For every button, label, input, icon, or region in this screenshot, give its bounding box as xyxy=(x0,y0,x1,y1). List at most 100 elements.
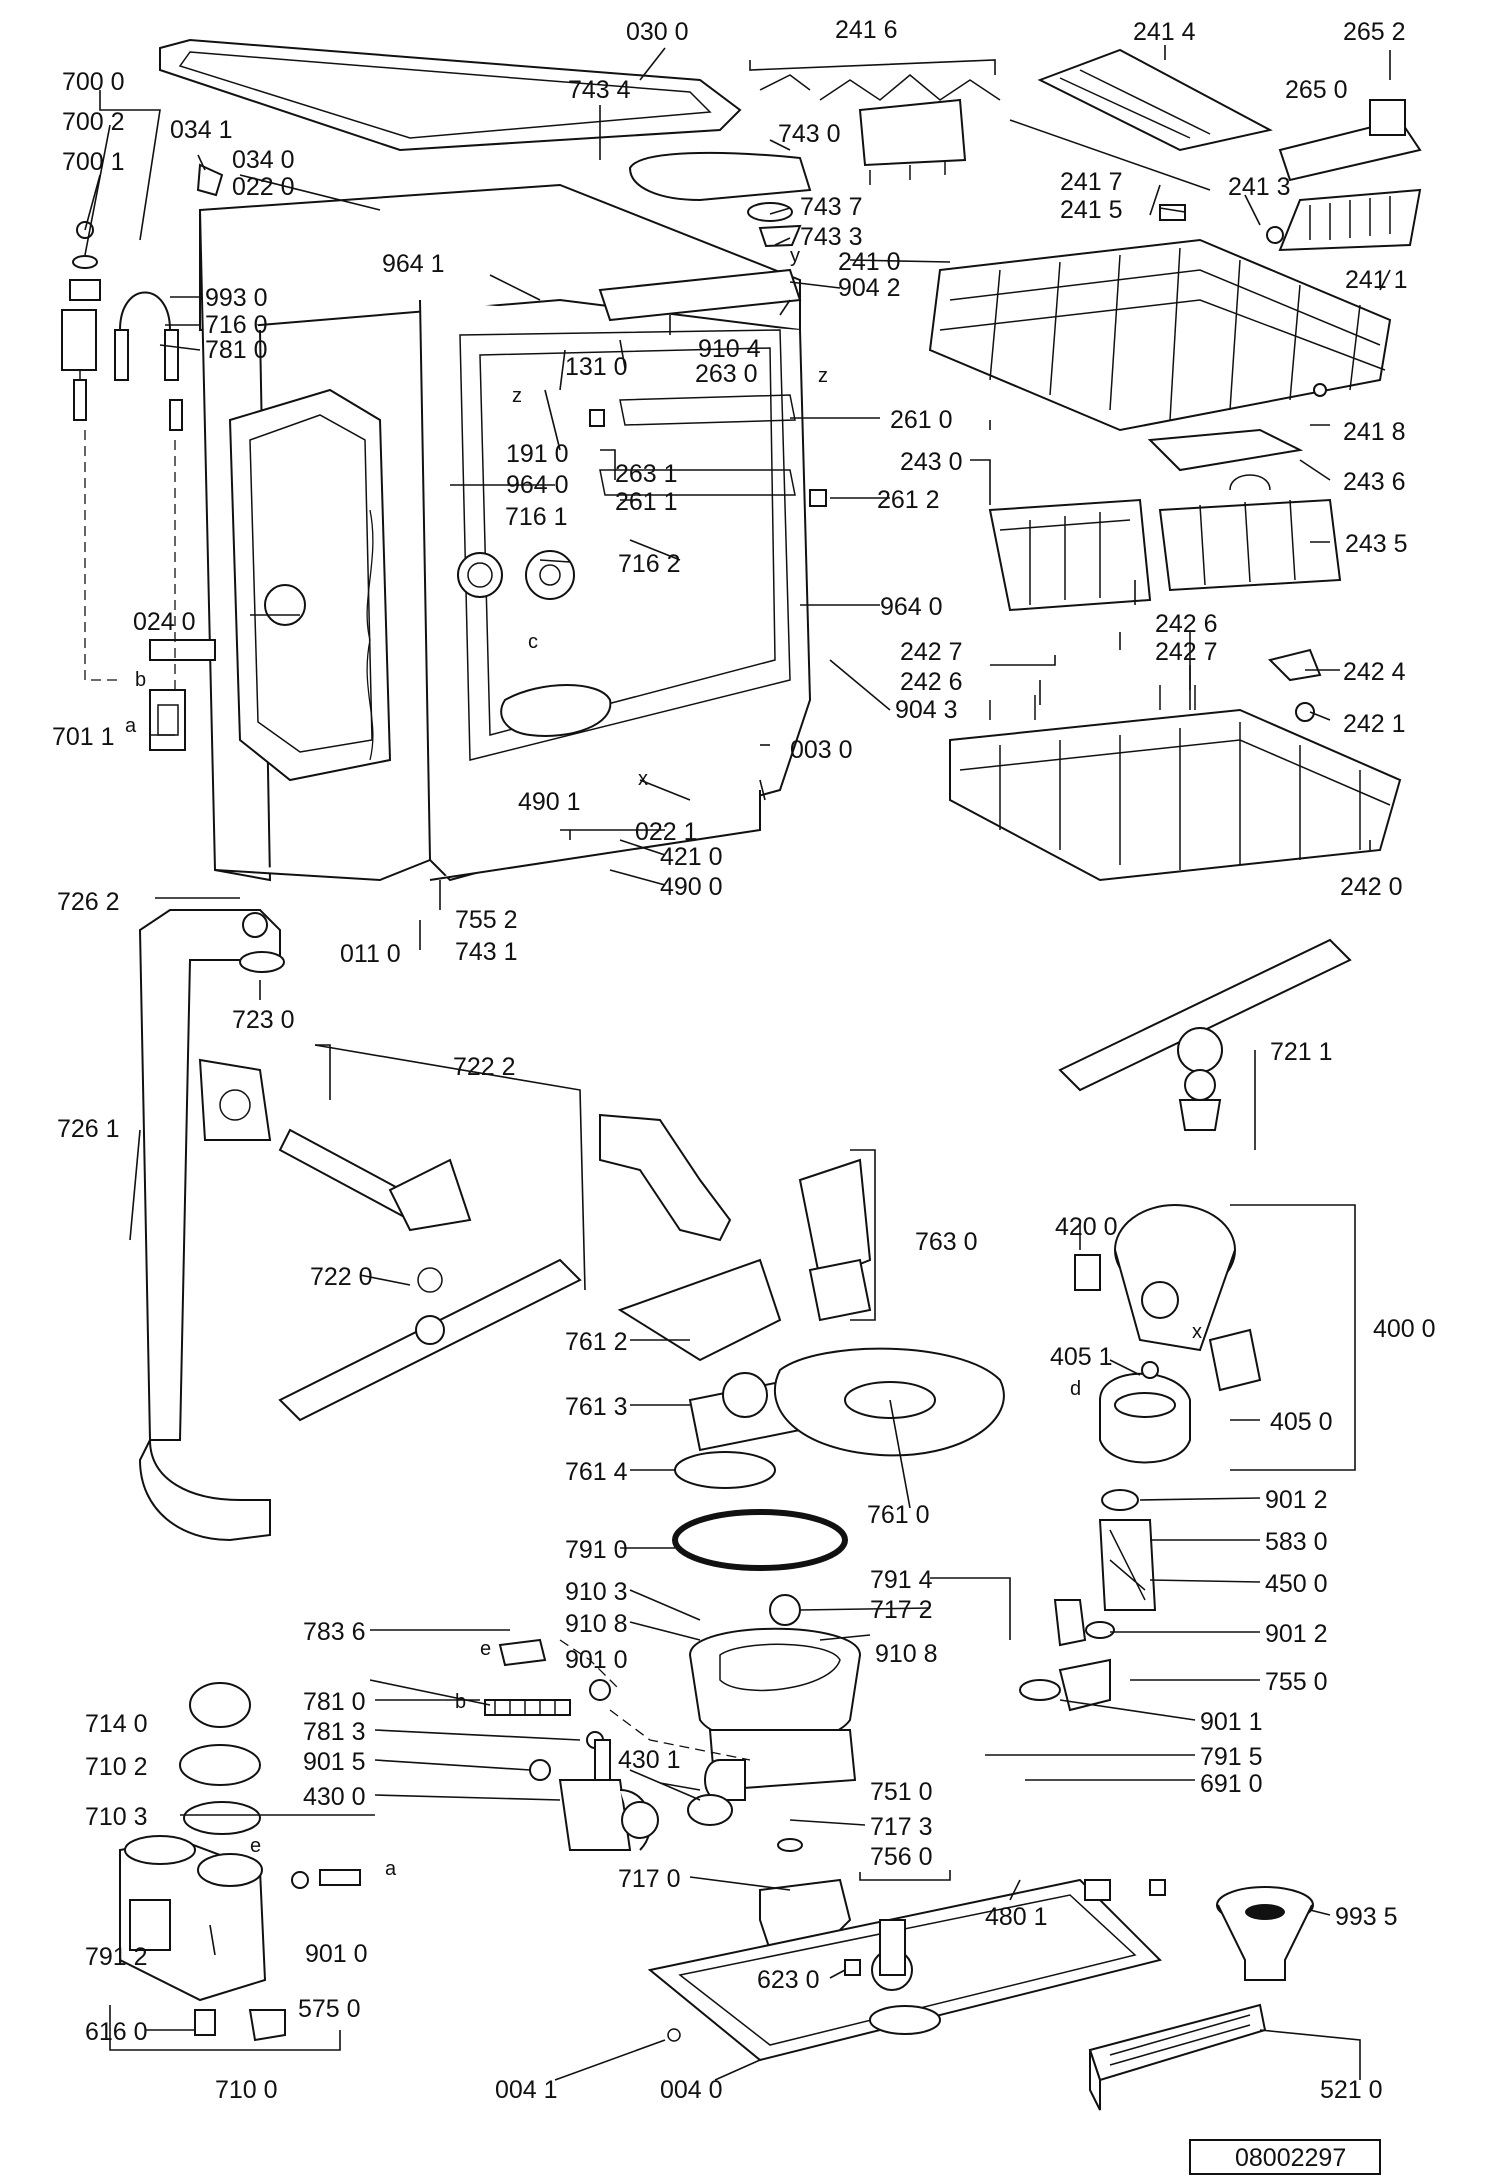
label-241-6: 241 6 xyxy=(835,16,898,44)
marker-z1: z xyxy=(512,385,522,407)
label-717-2: 717 2 xyxy=(870,1596,933,1624)
label-265-0: 265 0 xyxy=(1285,76,1348,104)
label-910-4: 910 4 xyxy=(698,335,761,363)
cutlery-baskets-243 xyxy=(988,428,1342,612)
document-number-box: 08002297 xyxy=(1189,2139,1381,2175)
upper-pipe-761 xyxy=(599,1113,1005,1489)
label-700-0: 700 0 xyxy=(62,68,125,96)
label-490-0: 490 0 xyxy=(660,873,723,901)
label-261-0: 261 0 xyxy=(890,406,953,434)
label-781-0: 781 0 xyxy=(205,336,268,364)
label-450-0: 450 0 xyxy=(1265,1570,1328,1598)
label-022-1: 022 1 xyxy=(635,818,698,846)
label-710-0: 710 0 xyxy=(215,2076,278,2104)
label-131-0: 131 0 xyxy=(565,353,628,381)
label-791-2: 791 2 xyxy=(85,1943,148,1971)
label-910-3: 910 3 xyxy=(565,1578,628,1606)
label-616-0: 616 0 xyxy=(85,2018,148,2046)
label-241-7: 241 7 xyxy=(1060,168,1123,196)
label-743-4: 743 4 xyxy=(568,76,631,104)
label-242-6b: 242 6 xyxy=(900,668,963,696)
label-901-2b: 901 2 xyxy=(1265,1620,1328,1648)
label-405-1: 405 1 xyxy=(1050,1343,1113,1371)
label-242-0: 242 0 xyxy=(1340,873,1403,901)
label-964-0a: 964 0 xyxy=(506,471,569,499)
label-716-1: 716 1 xyxy=(505,503,568,531)
label-004-1: 004 1 xyxy=(495,2076,558,2104)
label-243-5: 243 5 xyxy=(1345,530,1408,558)
marker-x2: x xyxy=(1192,1321,1202,1343)
label-242-7a: 242 7 xyxy=(900,638,963,666)
upper-basket-241-0 xyxy=(928,238,1392,432)
label-583-0: 583 0 xyxy=(1265,1528,1328,1556)
label-575-0: 575 0 xyxy=(298,1995,361,2023)
motor-400-0 xyxy=(1074,1204,1262,1464)
drain-pump-430-0 xyxy=(529,1739,659,1851)
label-480-1: 480 1 xyxy=(985,1903,1048,1931)
cup-rack-241-4 xyxy=(1009,48,1273,191)
label-714-0: 714 0 xyxy=(85,1710,148,1738)
marker-b1: b xyxy=(135,669,146,691)
label-791-5: 791 5 xyxy=(1200,1743,1263,1771)
funnel-993-5 xyxy=(1216,1886,1314,1981)
label-241-3: 241 3 xyxy=(1228,173,1291,201)
marker-d1: d xyxy=(1070,1378,1081,1400)
spray-arm-722-0 xyxy=(278,1128,582,1422)
label-964-1: 964 1 xyxy=(382,250,445,278)
label-691-0: 691 0 xyxy=(1200,1770,1263,1798)
label-265-2: 265 2 xyxy=(1343,18,1406,46)
label-721-1: 721 1 xyxy=(1270,1038,1333,1066)
label-901-2a: 901 2 xyxy=(1265,1486,1328,1514)
base-004-0 xyxy=(647,1878,1166,2062)
label-034-0: 034 0 xyxy=(232,146,295,174)
label-993-5: 993 5 xyxy=(1335,1903,1398,1931)
label-763-0: 763 0 xyxy=(915,1228,978,1256)
upper-rail-241-6 xyxy=(759,74,1001,185)
control-panel-521-0 xyxy=(1088,2003,1267,2111)
lower-basket-242-0 xyxy=(949,648,1402,882)
label-761-3: 761 3 xyxy=(565,1393,628,1421)
hoses-781 xyxy=(484,1638,751,1761)
label-024-0: 024 0 xyxy=(133,608,196,636)
label-904-2: 904 2 xyxy=(838,274,901,302)
label-722-0: 722 0 xyxy=(310,1263,373,1291)
label-261-2: 261 2 xyxy=(877,486,940,514)
marker-z2: z xyxy=(818,365,828,387)
label-022-0: 022 0 xyxy=(232,173,295,201)
label-791-0: 791 0 xyxy=(565,1536,628,1564)
label-901-0: 901 0 xyxy=(565,1646,628,1674)
supply-pipe-726 xyxy=(138,909,285,1542)
label-034-1: 034 1 xyxy=(170,116,233,144)
label-743-7: 743 7 xyxy=(800,193,863,221)
marker-e1: e xyxy=(480,1638,491,1660)
rear-bar-743-0 xyxy=(628,151,812,248)
label-743-3: 743 3 xyxy=(800,223,863,251)
label-241-8: 241 8 xyxy=(1343,418,1406,446)
label-761-0: 761 0 xyxy=(867,1501,930,1529)
label-761-2: 761 2 xyxy=(565,1328,628,1356)
label-242-4: 242 4 xyxy=(1343,658,1406,686)
label-783-6: 783 6 xyxy=(303,1618,366,1646)
marker-x1: x xyxy=(638,768,648,790)
label-241-1: 241 1 xyxy=(1345,266,1408,294)
label-910-8a: 910 8 xyxy=(565,1610,628,1638)
sump-751-0 xyxy=(672,1509,862,1952)
label-243-0: 243 0 xyxy=(900,448,963,476)
label-904-3: 904 3 xyxy=(895,696,958,724)
label-242-1: 242 1 xyxy=(1343,710,1406,738)
label-700-1: 700 1 xyxy=(62,148,125,176)
label-726-1: 726 1 xyxy=(57,1115,120,1143)
label-701-1: 701 1 xyxy=(52,723,115,751)
marker-a1: a xyxy=(125,715,137,737)
label-700-2: 700 2 xyxy=(62,108,125,136)
label-710-3: 710 3 xyxy=(85,1803,148,1831)
marker-a2: a xyxy=(385,1858,397,1880)
label-263-1: 263 1 xyxy=(615,460,678,488)
label-716-2: 716 2 xyxy=(618,550,681,578)
label-722-2: 722 2 xyxy=(453,1053,516,1081)
tines-241-1 xyxy=(1159,99,1422,397)
label-726-2: 726 2 xyxy=(57,888,120,916)
label-430-0: 430 0 xyxy=(303,1783,366,1811)
spray-arm-721-1 xyxy=(1058,938,1352,1131)
